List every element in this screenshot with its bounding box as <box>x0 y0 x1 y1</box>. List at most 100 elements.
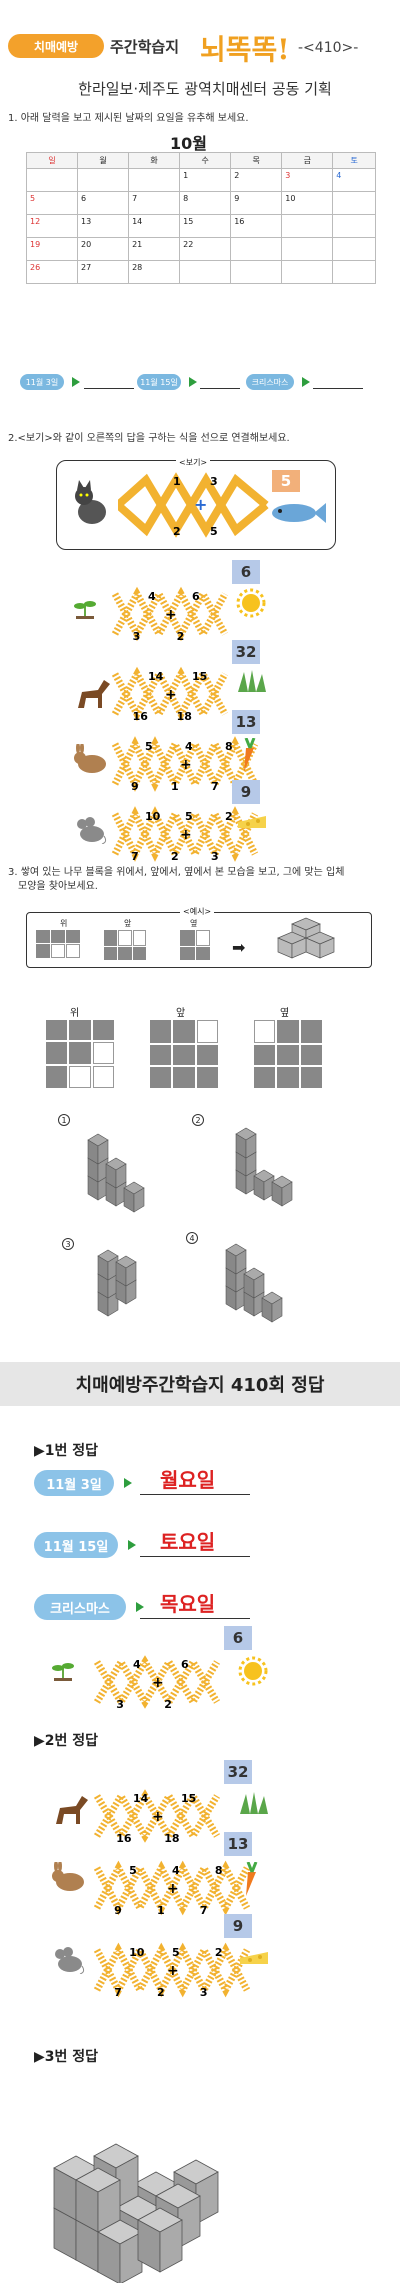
arrow-icon <box>124 1478 132 1488</box>
answer-chip-0: 11월 3일 <box>34 1470 114 1496</box>
q2-item-3-top-0: 10 <box>145 810 161 823</box>
sun-icon <box>236 588 266 622</box>
q2-item-1-bottom-0: 16 <box>133 710 149 722</box>
mouse-icon <box>50 1944 86 1978</box>
weekday-header: 일 <box>25 152 79 169</box>
q2-item-0-op: + <box>165 607 177 623</box>
example-top-1: 3 <box>210 475 218 488</box>
answer-zig-3-op: + <box>167 1963 179 1979</box>
weekday-header: 금 <box>281 152 334 169</box>
calendar-cell: 6 <box>77 191 130 215</box>
answer-zig-3-bottom-1: 2 <box>157 1986 165 1998</box>
answer-zig-3-top-2: 2 <box>215 1946 223 1959</box>
carrot-icon <box>238 1861 262 1900</box>
calendar-cell: 10 <box>281 191 334 215</box>
answer-zig-0-top-0: 4 <box>133 1658 141 1671</box>
calendar-cell: 28 <box>128 260 181 284</box>
mouse-icon <box>72 814 108 848</box>
weekday-header: 화 <box>128 152 181 169</box>
option-1-number: 1 <box>58 1114 70 1126</box>
carrot-icon <box>236 737 260 776</box>
calendar-cell: 9 <box>230 191 283 215</box>
calendar-cell: 26 <box>25 260 79 284</box>
sprout-icon <box>50 1656 76 1686</box>
calendar-month: 10월 <box>170 134 207 153</box>
calendar-cell: 13 <box>77 214 130 238</box>
example-label-3: <예시> <box>180 906 215 917</box>
q2-item-0-top-1: 6 <box>192 590 200 603</box>
q2-item-3-top-1: 5 <box>185 810 193 823</box>
answer-zig-2-op: + <box>167 1881 179 1897</box>
calendar-cell: 20 <box>77 237 130 261</box>
rabbit-icon <box>50 1860 86 1896</box>
answer-zig-3-top-1: 5 <box>172 1946 180 1959</box>
calendar-cell <box>332 191 376 215</box>
q2-answer-1: 32 <box>232 640 260 664</box>
option-4-number: 4 <box>186 1232 198 1244</box>
answer-cube-stack <box>53 2143 219 2283</box>
example-top-0: 1 <box>173 475 181 488</box>
answer-zig-1-op: + <box>152 1809 164 1825</box>
example-label: <보기> <box>176 457 211 468</box>
answer-zig-2-top-0: 5 <box>129 1864 137 1877</box>
calendar-cell <box>179 260 232 284</box>
calendar-cell: 3 <box>281 168 334 192</box>
answer-chip-1: 11월 15일 <box>34 1532 118 1558</box>
q2-item-3-bottom-0: 7 <box>131 850 139 862</box>
answers-title: 치매예방주간학습지 410회 정답 <box>0 1362 400 1406</box>
answer-zig-2-top-1: 4 <box>172 1864 180 1877</box>
view-side-grid <box>254 1020 322 1088</box>
ex-grid-top <box>36 930 80 958</box>
answer-zig-3-bottom-2: 3 <box>200 1986 208 1998</box>
chip-nov15: 11월 15일 <box>137 374 181 390</box>
answer-zig-3-bottom-0: 7 <box>114 1986 122 1998</box>
answer-zig-2-bottom-2: 7 <box>200 1904 208 1916</box>
header-logo: 뇌똑똑! <box>200 33 290 66</box>
answer-zig-0-top-1: 6 <box>181 1658 189 1671</box>
q2-item-0-top-0: 4 <box>148 590 156 603</box>
example-bottom-0: 2 <box>173 525 181 538</box>
arrow-icon <box>302 377 310 387</box>
q2-item-2-bottom-1: 1 <box>171 780 179 792</box>
calendar-cell <box>230 237 283 261</box>
q2-item-0-bottom-0: 3 <box>133 630 141 642</box>
answer-section-3: ▶3번 정답 <box>34 2049 99 2065</box>
calendar-cell <box>25 168 79 192</box>
arrow-icon <box>128 1540 136 1550</box>
calendar-cell: 16 <box>230 214 283 238</box>
q2-item-2-top-2: 8 <box>225 740 233 753</box>
q2-item-2-bottom-2: 7 <box>211 780 219 792</box>
weekday-header: 목 <box>230 152 283 169</box>
question-1: 1. 아래 달력을 보고 제시된 날짜의 요일을 유추해 보세요. <box>8 113 249 124</box>
answer-zig-1-bottom-0: 16 <box>116 1832 132 1844</box>
calendar-cell <box>281 214 334 238</box>
q2-item-1-top-1: 15 <box>192 670 207 683</box>
fish-icon <box>270 500 326 526</box>
ex-grid-side <box>180 930 210 960</box>
answer-section-1: ▶1번 정답 <box>34 1443 99 1459</box>
answer-zig-badge-0: 6 <box>224 1626 252 1650</box>
rabbit-icon <box>72 742 108 778</box>
answer-zig-2-bottom-1: 1 <box>157 1904 165 1916</box>
calendar-cell: 19 <box>25 237 79 261</box>
horse-icon <box>50 1790 90 1834</box>
answer-zig-1-top-0: 14 <box>133 1792 149 1805</box>
option-3-cubes <box>97 1249 137 1317</box>
q2-item-2-top-1: 4 <box>185 740 193 753</box>
sprout-icon <box>72 594 98 624</box>
calendar-cell: 15 <box>179 214 232 238</box>
calendar-cell <box>77 168 130 192</box>
answer-zig-2-top-2: 8 <box>215 1864 223 1877</box>
q2-answer-3: 9 <box>232 780 260 804</box>
weekday-header: 월 <box>77 152 130 169</box>
answer-zig-0-op: + <box>152 1675 164 1691</box>
chip-nov3: 11월 3일 <box>20 374 64 390</box>
calendar-cell: 14 <box>128 214 181 238</box>
example-bottom-1: 5 <box>210 525 218 538</box>
answer-section-2: ▶2번 정답 <box>34 1733 99 1749</box>
answer-line <box>140 1494 250 1495</box>
